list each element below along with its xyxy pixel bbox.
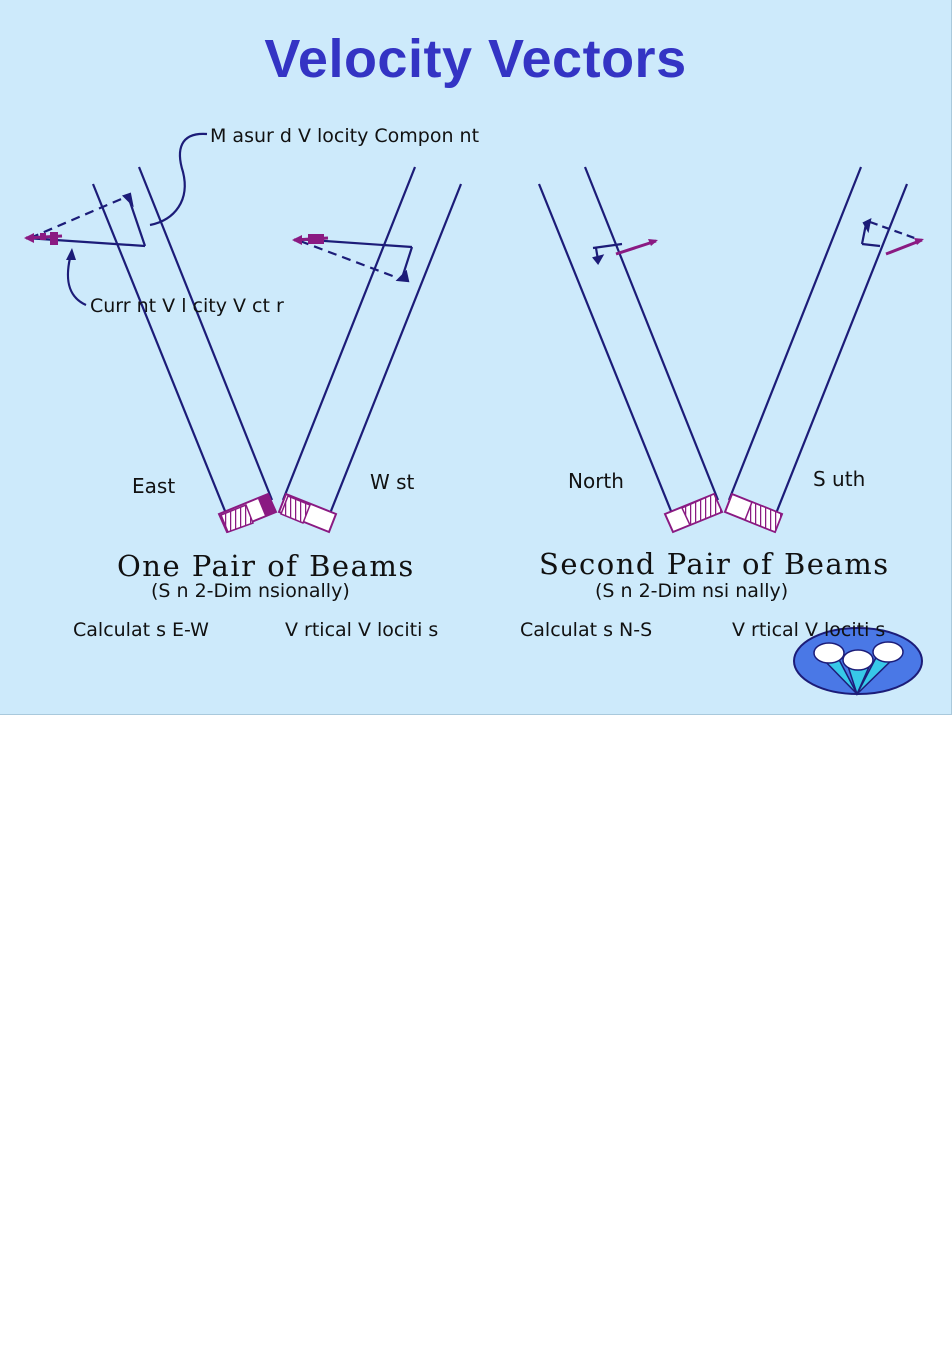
pair-one-subtitle: (S n 2-Dim nsionally) <box>151 580 350 602</box>
measured-leader-line <box>149 132 208 227</box>
beam-label-west: W st <box>370 470 415 494</box>
beam-east <box>91 166 274 517</box>
beam-label-east: East <box>132 474 176 498</box>
pair-two-note-left: Calculat s N-S <box>520 619 653 641</box>
beam-label-south: S uth <box>813 467 866 491</box>
north-velocity-vectors <box>592 242 623 265</box>
pair-two-note-right: V rtical V lociti s <box>732 619 886 641</box>
current-velocity-label: Curr nt V l city V ct r <box>90 295 284 317</box>
transducer-south <box>723 492 784 534</box>
south-velocity-vectors <box>860 218 921 248</box>
east-current-vector-arrow-icon <box>24 232 63 245</box>
pair-one-note-right: V rtical V lociti s <box>285 619 439 641</box>
beam-label-north: North <box>568 469 624 493</box>
slide: Velocity Vectors <box>0 0 952 715</box>
beam-west <box>281 166 463 517</box>
transducer-north <box>663 492 724 534</box>
pair-one-note-left: Calculat s E-W <box>73 619 209 641</box>
beam-north <box>537 166 720 517</box>
pair-two-subtitle: (S n 2-Dim nsi nally) <box>595 580 789 602</box>
measured-velocity-label: M asur d V locity Compon nt <box>210 125 480 147</box>
beam-south <box>727 166 909 517</box>
slide-title: Velocity Vectors <box>264 29 687 89</box>
pair-one-title: One Pair of Beams <box>117 549 415 583</box>
transducer-east <box>217 492 278 534</box>
transducer-west <box>277 492 338 534</box>
pair-two-title: Second Pair of Beams <box>539 547 890 581</box>
current-leader-line <box>66 257 87 307</box>
velocity-diagram <box>24 132 924 697</box>
south-current-vector-arrow-icon <box>885 238 924 256</box>
west-current-vector-arrow-icon <box>292 234 329 245</box>
north-current-vector-arrow-icon <box>615 239 658 256</box>
west-velocity-vectors <box>295 237 414 283</box>
adcp-transducer-logo-icon <box>793 627 923 697</box>
